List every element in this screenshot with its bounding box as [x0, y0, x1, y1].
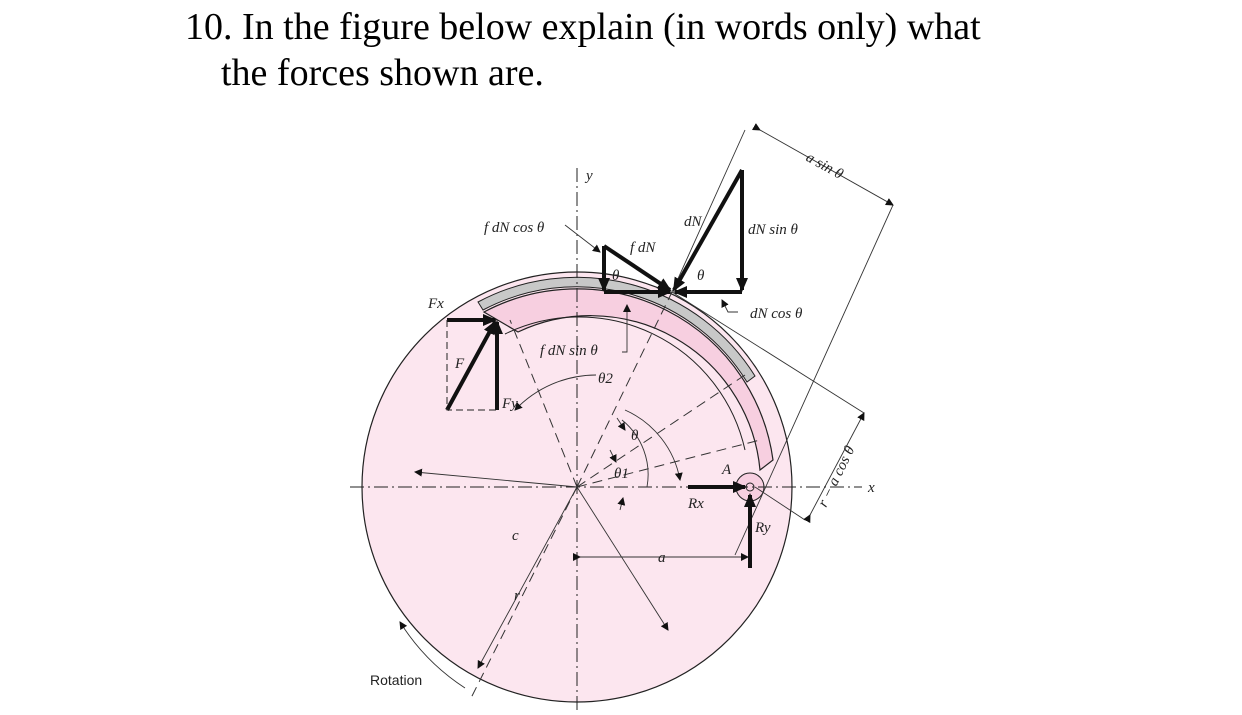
x-axis-label: x	[867, 480, 875, 496]
inner-arc	[504, 316, 746, 451]
y-axis-label: y	[584, 168, 593, 184]
F-construction-box	[446, 320, 497, 411]
label-Rx: Rx	[687, 496, 704, 512]
label-theta: θ	[631, 428, 639, 444]
label-theta-fdN: θ	[612, 268, 620, 284]
label-dN: dN	[684, 214, 703, 230]
label-c: c	[512, 528, 519, 544]
dN-arrow	[672, 169, 744, 292]
label-r-minus-a-cos: r − a cos θ	[815, 443, 859, 510]
label-A: A	[721, 462, 732, 478]
label-r: r	[514, 588, 520, 604]
label-f-dN-sin: f dN sin θ	[540, 343, 598, 359]
label-a: a	[658, 550, 666, 566]
label-a-sin: a sin θ	[803, 150, 846, 184]
construction-lines	[469, 291, 761, 701]
label-f-dN-cos: f dN cos θ	[484, 220, 545, 236]
question-line-1: 10. In the figure below explain (in word…	[185, 6, 981, 48]
dimension-lines	[399, 123, 894, 689]
label-F: F	[454, 356, 465, 372]
F-arrow	[445, 320, 497, 411]
label-rotation: Rotation	[370, 672, 422, 688]
label-Fy: Fy	[501, 396, 518, 412]
question-text: 10. In the figure below explain (in word…	[185, 4, 981, 96]
label-theta1: θ1	[614, 466, 629, 482]
label-Fx: Fx	[427, 296, 444, 312]
f-dN-arrow	[602, 244, 672, 292]
label-dN-sin: dN sin θ	[748, 222, 799, 238]
question-line-2: the forces shown are.	[221, 52, 544, 94]
label-Ry: Ry	[754, 520, 771, 536]
label-theta-dN: θ	[697, 268, 705, 284]
label-theta2: θ2	[598, 371, 613, 387]
label-dN-cos: dN cos θ	[750, 306, 803, 322]
force-vectors	[445, 169, 756, 568]
label-f-dN: f dN	[630, 240, 656, 256]
